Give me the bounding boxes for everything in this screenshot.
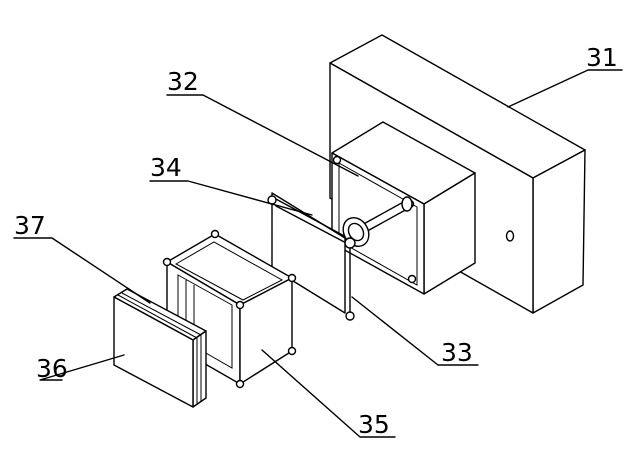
joint-inner-ring (347, 222, 365, 242)
rod-lower-line (275, 205, 351, 246)
plate-corner-knob (345, 311, 355, 321)
leader-35 (261, 349, 396, 438)
leader-34 (149, 180, 313, 216)
gasket-plate-layer-line (121, 292, 202, 336)
label-31: 31 (586, 43, 618, 72)
label-32: 32 (167, 67, 199, 96)
label-35: 35 (358, 410, 390, 439)
label-33: 33 (441, 338, 473, 367)
frame-box-corner-knob (235, 379, 245, 389)
mounting-box-bolt (332, 155, 342, 165)
part-36-cover-plate (113, 296, 194, 408)
shaft-lower-line (361, 207, 410, 235)
gasket-plate-layer-line (117, 294, 198, 339)
shaft-end (401, 196, 413, 212)
leader-lines (13, 69, 623, 438)
label-37: 37 (14, 211, 46, 240)
gasket-plate-side-edge (192, 330, 207, 408)
label-34: 34 (150, 153, 182, 182)
base-block-right-face (532, 149, 586, 314)
joint-pin (344, 237, 356, 249)
leader-31 (507, 69, 623, 108)
leader-36 (39, 354, 125, 381)
mounting-box-front-face (331, 152, 425, 295)
frame-box-corner-knob (287, 346, 297, 356)
part-32-mounting-box (331, 121, 476, 295)
part-34-rod (267, 195, 413, 249)
shaft-upper-line (359, 199, 408, 227)
frame-box-top-opening (174, 241, 284, 301)
mounting-box-bolt (407, 274, 417, 284)
leader-37 (13, 237, 151, 304)
base-block-hole (505, 230, 515, 242)
reference-labels: 31 32 34 37 36 33 35 (14, 43, 618, 439)
cover-plate-face (113, 296, 194, 408)
frame-box-corner-knob (210, 229, 220, 239)
part-35-frame-box (162, 229, 297, 389)
leader-33 (351, 296, 479, 366)
part-37-gasket-plate (113, 288, 207, 408)
rod-upper-line (273, 197, 349, 239)
frame-box-corner-knob (287, 273, 297, 283)
leader-32 (166, 94, 359, 177)
frame-box-corner-knob (235, 300, 245, 310)
label-36: 36 (36, 354, 68, 383)
frame-box-corner-knob (162, 257, 172, 267)
mounting-box-inner-frame (338, 162, 418, 286)
